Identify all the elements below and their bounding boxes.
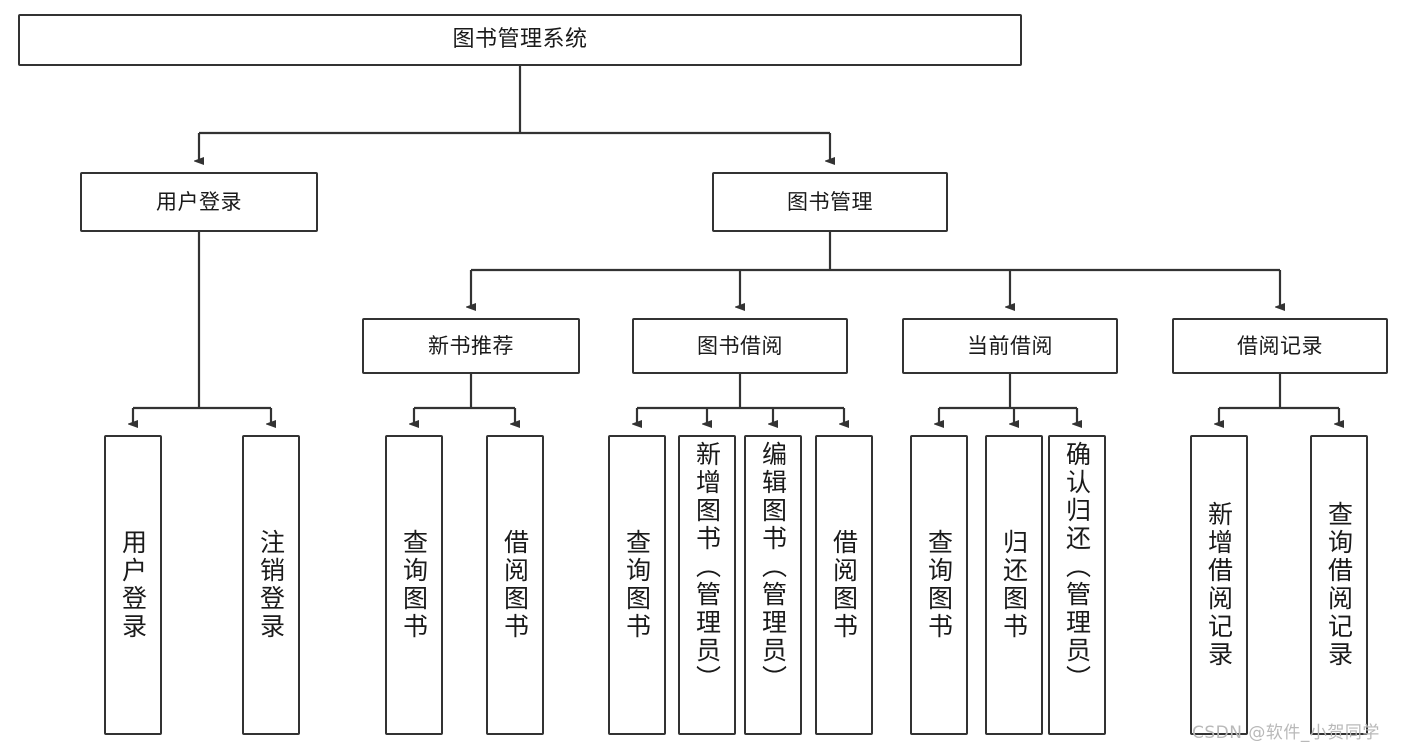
node-leaf-edit-book[interactable]: 编辑图书（管理员） [744, 435, 802, 735]
node-leaf-borrow-book-1[interactable]: 借阅图书 [486, 435, 544, 735]
node-book-manage[interactable]: 图书管理 [712, 172, 948, 232]
node-leaf-query-book-3[interactable]: 查询图书 [910, 435, 968, 735]
node-leaf-return-book-label: 归还图书 [999, 529, 1029, 641]
node-leaf-confirm-return[interactable]: 确认归还（管理员） [1048, 435, 1106, 735]
node-leaf-query-book-2-label: 查询图书 [622, 529, 652, 641]
node-leaf-user-login-label: 用户登录 [118, 529, 148, 641]
node-leaf-borrow-book-2-label: 借阅图书 [829, 529, 859, 641]
node-user-login[interactable]: 用户登录 [80, 172, 318, 232]
node-root-label: 图书管理系统 [452, 27, 588, 53]
node-borrow-record[interactable]: 借阅记录 [1172, 318, 1388, 374]
node-leaf-query-book-3-label: 查询图书 [924, 529, 954, 641]
node-leaf-logout-label: 注销登录 [256, 529, 286, 641]
node-leaf-return-book[interactable]: 归还图书 [985, 435, 1043, 735]
node-leaf-edit-book-label: 编辑图书（管理员） [758, 441, 788, 693]
node-leaf-query-book-1-label: 查询图书 [399, 529, 429, 641]
node-leaf-query-record[interactable]: 查询借阅记录 [1310, 435, 1368, 735]
node-leaf-borrow-book-1-label: 借阅图书 [500, 529, 530, 641]
node-leaf-confirm-return-label: 确认归还（管理员） [1062, 441, 1092, 693]
node-book-borrow-label: 图书借阅 [697, 333, 783, 358]
node-new-book-recommend[interactable]: 新书推荐 [362, 318, 580, 374]
node-user-login-label: 用户登录 [156, 189, 242, 214]
node-current-borrow-label: 当前借阅 [967, 333, 1053, 358]
node-leaf-add-book[interactable]: 新增图书（管理员） [678, 435, 736, 735]
node-book-borrow[interactable]: 图书借阅 [632, 318, 848, 374]
node-leaf-query-book-2[interactable]: 查询图书 [608, 435, 666, 735]
node-leaf-logout[interactable]: 注销登录 [242, 435, 300, 735]
node-leaf-query-record-label: 查询借阅记录 [1324, 501, 1354, 669]
node-new-book-recommend-label: 新书推荐 [428, 333, 514, 358]
node-current-borrow[interactable]: 当前借阅 [902, 318, 1118, 374]
node-borrow-record-label: 借阅记录 [1237, 333, 1323, 358]
node-leaf-add-record[interactable]: 新增借阅记录 [1190, 435, 1248, 735]
csdn-watermark: CSDN @软件_小贺同学 [1192, 723, 1380, 743]
node-leaf-user-login[interactable]: 用户登录 [104, 435, 162, 735]
node-root[interactable]: 图书管理系统 [18, 14, 1022, 66]
node-leaf-add-record-label: 新增借阅记录 [1204, 501, 1234, 669]
node-leaf-query-book-1[interactable]: 查询图书 [385, 435, 443, 735]
node-book-manage-label: 图书管理 [787, 189, 873, 214]
node-leaf-add-book-label: 新增图书（管理员） [692, 441, 722, 693]
node-leaf-borrow-book-2[interactable]: 借阅图书 [815, 435, 873, 735]
